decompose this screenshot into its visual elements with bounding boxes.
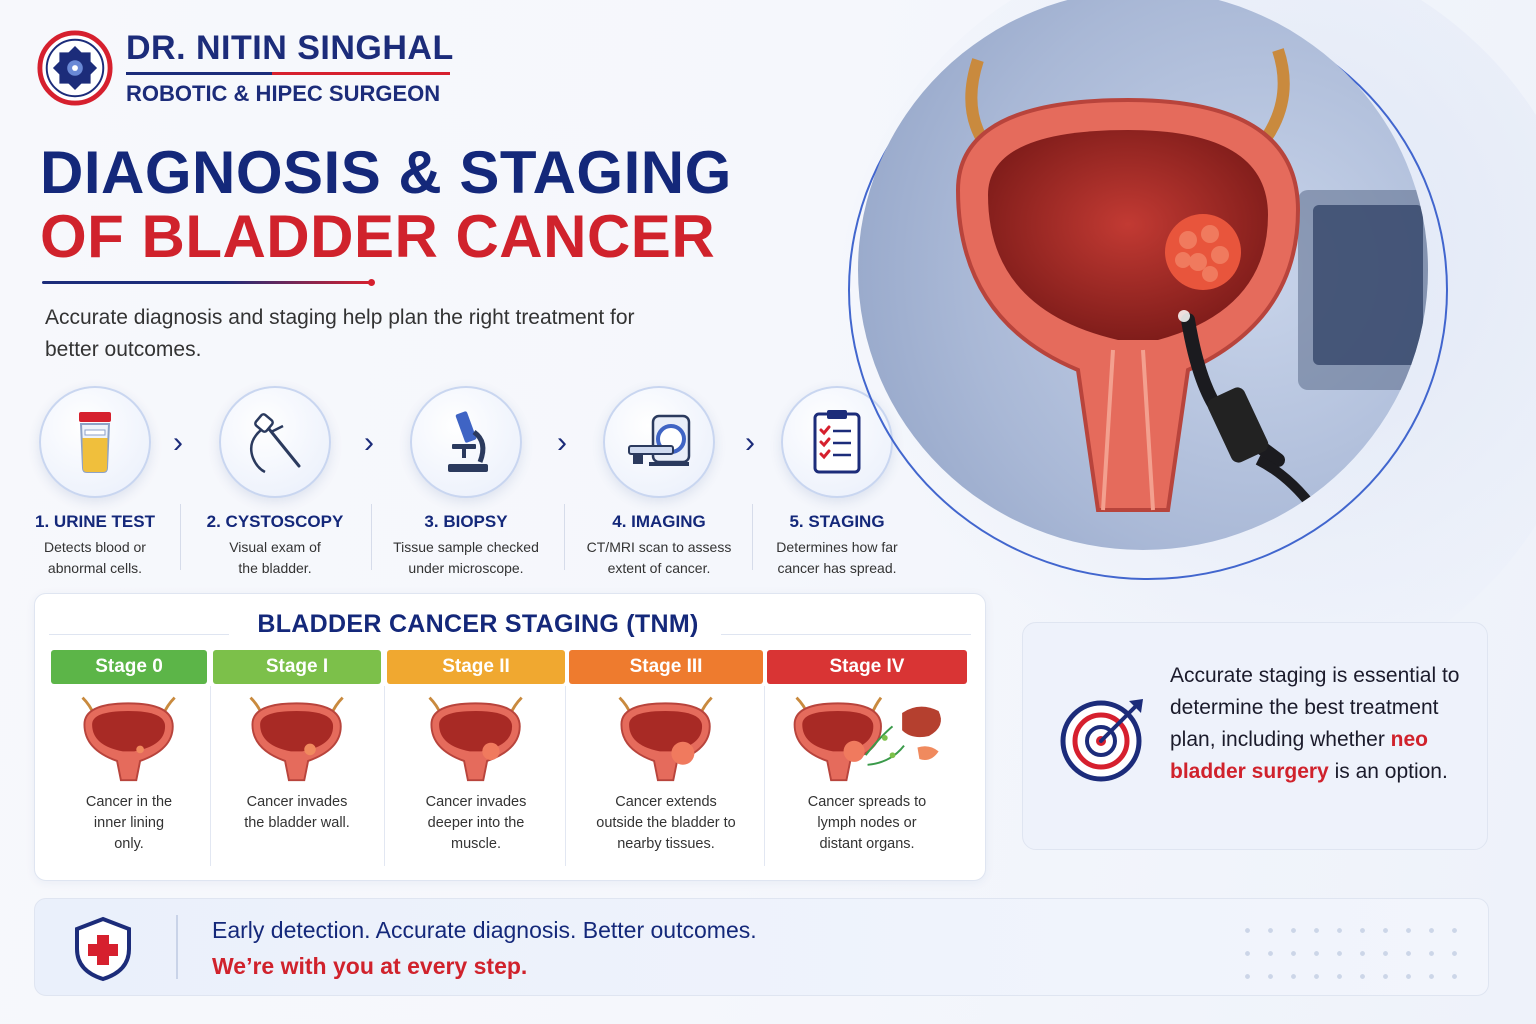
step-divider (180, 504, 181, 570)
stage-divider (384, 686, 385, 866)
chevron-right-icon: › (173, 426, 183, 459)
brand-name: DR. NITIN SINGHAL (126, 29, 454, 67)
stage-desc: Cancer in the inner lining only. (85, 794, 173, 852)
info-card: Accurate staging is essential to determi… (1022, 622, 1488, 850)
ct-scanner-icon (628, 414, 691, 466)
panel-title-rule-left (49, 634, 229, 635)
step-title: 1. URINE TEST (35, 512, 155, 531)
stage-label: Stage II (387, 650, 565, 684)
hero-bladder-illustration (858, 0, 1428, 550)
footer-banner: Early detection. Accurate diagnosis. Bet… (34, 898, 1489, 996)
bladder-stage1-icon (249, 696, 345, 782)
stage-card-2: Stage II Cancer invades deeper into the … (387, 650, 565, 866)
info-text: Accurate staging is essential to determi… (1170, 660, 1470, 788)
staging-title: BLADDER CANCER STAGING (TNM) (257, 610, 699, 638)
step-title: 4. IMAGING (612, 512, 706, 531)
chevron-right-icon: › (364, 426, 374, 459)
stage-label: Stage 0 (51, 650, 207, 684)
stage-divider (210, 686, 211, 866)
step-cystoscopy: 2. CYSTOSCOPY Visual exam of the bladder… (180, 386, 370, 579)
step-desc: Detects blood or abnormal cells. (44, 539, 146, 576)
page-title-line2: OF BLADDER CANCER (40, 203, 716, 270)
panel-title-rule-right (721, 634, 971, 635)
step-divider (752, 504, 753, 570)
bladder-stage0-icon (81, 696, 177, 782)
stage-card-4: Stage IV Cancer spreads to lymph nodes o… (767, 650, 967, 866)
footer-line1: Early detection. Accurate diagnosis. Bet… (212, 917, 757, 943)
urine-cup-icon (79, 412, 111, 473)
stage-divider (764, 686, 765, 866)
step-title: 2. CYSTOSCOPY (206, 512, 344, 531)
clipboard-checklist-icon (813, 410, 861, 474)
stage-desc: Cancer extends outside the bladder to ne… (596, 794, 736, 852)
step-desc: Visual exam of the bladder. (229, 539, 321, 576)
step-divider (371, 504, 372, 570)
step-title: 3. BIOPSY (424, 512, 508, 531)
bladder-stage3-icon (618, 696, 714, 782)
bladder-stage2-icon (428, 696, 524, 782)
stage-card-3: Stage III Cancer extends outside the bla… (569, 650, 763, 866)
step-urine-test: 1. URINE TEST Detects blood or abnormal … (0, 386, 190, 579)
stage-label: Stage I (213, 650, 381, 684)
stage-label: Stage IV (767, 650, 967, 684)
title-underline (42, 281, 372, 284)
stage-label: Stage III (569, 650, 763, 684)
stage-card-1: Stage I Cancer invades the bladder wall. (213, 650, 381, 866)
shield-medical-cross-icon (75, 916, 131, 982)
microscope-icon (448, 411, 488, 472)
decorative-dots (1236, 919, 1466, 979)
footer-line2: We’re with you at every step. (212, 953, 528, 979)
chevron-right-icon: › (557, 426, 567, 459)
info-text-after: is an option. (1328, 760, 1448, 783)
cystoscope-icon (250, 413, 301, 474)
step-desc: CT/MRI scan to assess extent of cancer. (586, 539, 732, 576)
bladder-cystoscopy-illustration (955, 48, 1428, 533)
chevron-right-icon: › (745, 426, 755, 459)
target-arrow-icon (1060, 699, 1143, 782)
step-icon-circle (410, 386, 522, 498)
info-highlight: neo bladder surgery (1170, 728, 1428, 783)
step-desc: Determines how far cancer has spread. (776, 539, 898, 576)
stage-desc: Cancer invades deeper into the muscle. (425, 794, 527, 852)
staging-panel: BLADDER CANCER STAGING (TNM) Stage 0 Can… (34, 593, 986, 881)
bladder-stage4-metastasis-icon (794, 696, 942, 782)
step-icon-circle (603, 386, 715, 498)
stage-desc: Cancer spreads to lymph nodes or distant… (807, 794, 927, 852)
intro-text: Accurate diagnosis and staging help plan… (45, 306, 635, 361)
brand-header: DR. NITIN SINGHAL ROBOTIC & HIPEC SURGEO… (36, 28, 454, 107)
brand-divider (126, 72, 450, 75)
title-underline-dot (368, 279, 375, 286)
step-desc: Tissue sample checked under microscope. (393, 539, 539, 576)
brand-subtitle: ROBOTIC & HIPEC SURGEON (126, 81, 441, 106)
footer-divider (176, 915, 178, 979)
info-text-before: Accurate staging is essential to determi… (1170, 664, 1460, 751)
step-biopsy: 3. BIOPSY Tissue sample checked under mi… (371, 386, 561, 579)
step-title: 5. STAGING (789, 512, 885, 531)
logo-emblem-icon (37, 29, 113, 106)
stage-desc: Cancer invades the bladder wall. (244, 794, 350, 831)
step-icon-circle (39, 386, 151, 498)
stage-card-0: Stage 0 Cancer in the inner lining only. (51, 650, 207, 866)
step-divider (564, 504, 565, 570)
step-icon-circle (219, 386, 331, 498)
step-imaging: 4. IMAGING CT/MRI scan to assess extent … (564, 386, 754, 579)
page-title-line1: DIAGNOSIS & STAGING (40, 139, 732, 206)
stage-divider (565, 686, 566, 866)
